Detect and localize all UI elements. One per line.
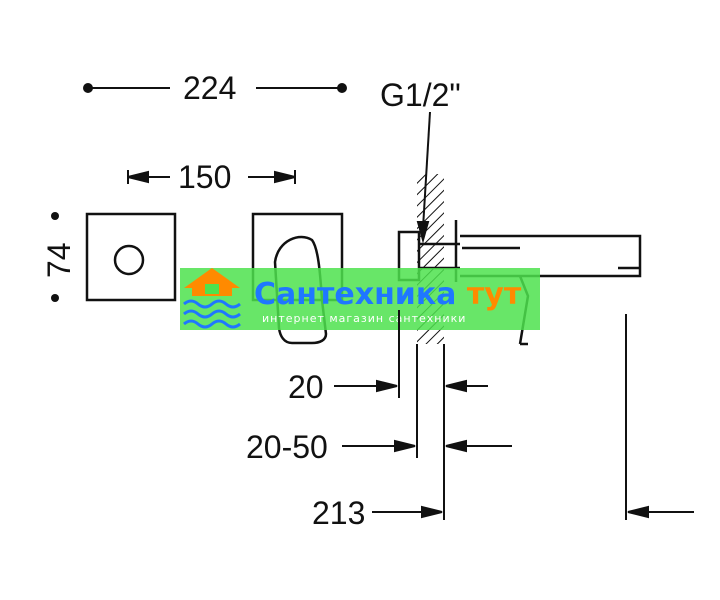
connection-label: G1/2" [380, 77, 461, 113]
plate-height-label: 74 [41, 242, 77, 278]
reference-lines [398, 310, 627, 520]
wall-range-label: 20-50 [246, 429, 328, 465]
overall-width-label: 224 [183, 70, 236, 106]
dimension-spout-projection [372, 505, 694, 519]
plate-spacing-label: 150 [178, 159, 231, 195]
watermark-banner: Сантехника тут интернет магазин сантехни… [180, 268, 540, 330]
water-waves-icon [183, 299, 241, 329]
spout-projection-label: 213 [312, 495, 365, 531]
dimension-plate-height [51, 212, 59, 302]
wall-gap-label: 20 [288, 369, 324, 405]
watermark-brand-part1: Сантехника [254, 277, 456, 312]
dimension-wall-gap [334, 379, 488, 393]
svg-text:Сантехника тут: Сантехника тут [254, 277, 522, 312]
left-plate [85, 212, 177, 302]
dimension-wall-range [342, 439, 512, 453]
watermark-tagline: интернет магазин сантехники [262, 312, 466, 325]
watermark-brand-part2: тут [456, 277, 521, 312]
dimension-plate-spacing [127, 170, 296, 184]
house-logo-icon [184, 268, 240, 296]
dimension-overall-width [83, 83, 347, 93]
